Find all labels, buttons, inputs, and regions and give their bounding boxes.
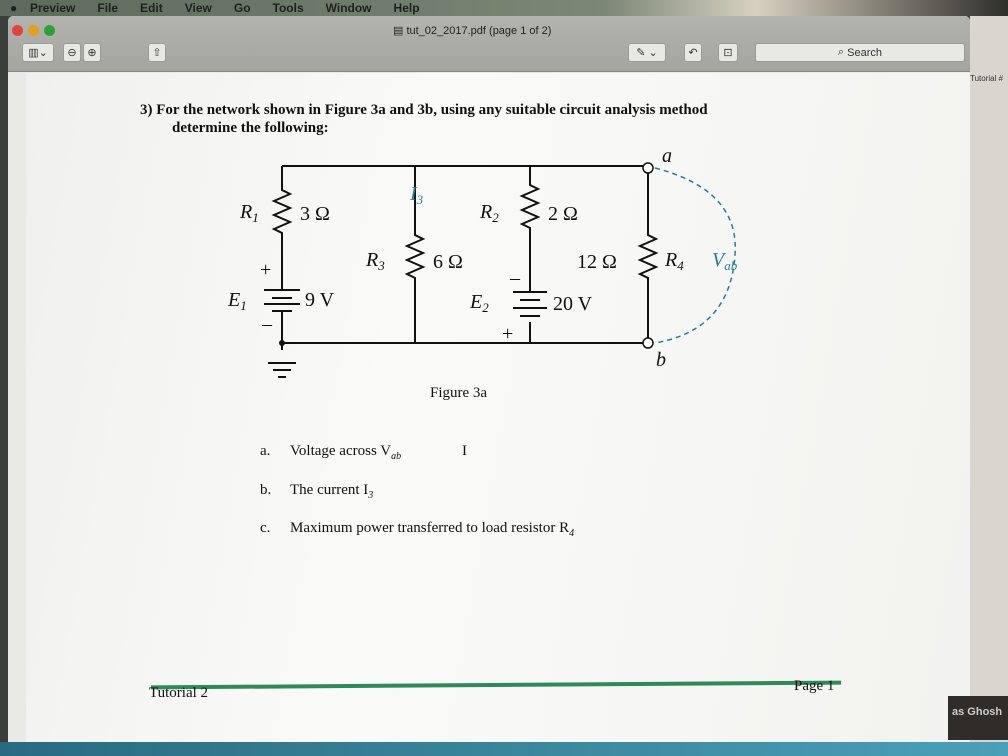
menu-go[interactable]: Go [233,1,251,15]
node-a-label: a [662,145,672,167]
wires-main [282,165,645,344]
menu-edit[interactable]: Edit [140,1,163,15]
circuit-diagram: R1 3 Ω I3 R2 2 Ω R3 6 Ω 12 Ω R4 Vab E1 9… [227,145,738,378]
r1-value: 3 Ω [300,203,330,225]
menu-tools[interactable]: Tools [272,1,304,15]
vab-label: Vab [712,249,738,273]
item-c: c.Maximum power transferred to load resi… [260,520,575,539]
terminal-b [642,337,654,349]
sidebar-toggle-button[interactable]: ▥⌄ [22,43,54,62]
apple-icon[interactable]: ● [10,1,18,15]
e2-minus: – [509,267,521,289]
r3-value: 6 Ω [433,251,463,273]
zoom-button[interactable] [44,25,55,36]
figure-caption: Figure 3a [430,385,488,401]
battery-e2 [513,291,547,317]
i3-label: I3 [409,183,424,207]
pdf-icon: ▤ [393,25,407,37]
minimize-button[interactable] [28,25,39,36]
user-panel: as Ghosh [948,696,1008,740]
r4-label: R4 [664,249,684,273]
zoom-out-button[interactable]: ⊖ [63,43,81,62]
menu-preview[interactable]: Preview [30,1,76,15]
e1-value: 9 V [305,289,335,311]
search-icon: ⌕ [837,46,848,58]
terminal-a [642,162,654,174]
ground-icon [268,362,296,378]
r3-label: R3 [365,249,385,273]
battery-e1 [264,289,300,312]
e1-plus: + [260,259,271,281]
page-number: Page 1 [794,678,835,694]
footer-left: Tutorial 2 [149,685,209,701]
preview-window: ▤ tut_02_2017.pdf (page 1 of 2) ▥⌄ ⊖ ⊕ ⇧… [8,16,970,746]
rotate-button[interactable]: ↶ [684,43,702,62]
menu-view[interactable]: View [184,1,212,15]
background-window: Tutorial # [970,16,1008,756]
window-title: ▤ tut_02_2017.pdf (page 1 of 2) [393,25,552,37]
r2-label: R2 [479,201,499,225]
item-a: a.Voltage across Vab [260,443,402,462]
menu-window[interactable]: Window [325,1,372,15]
title-bar: ▤ tut_02_2017.pdf (page 1 of 2) ▥⌄ ⊖ ⊕ ⇧… [8,16,970,72]
menu-help[interactable]: Help [393,1,420,15]
markup-button[interactable]: ✎ ⌄ [628,43,666,62]
search-field[interactable]: ⌕ Search [755,43,965,62]
pdf-page: 3) For the network shown in Figure 3a an… [26,73,970,746]
menu-file[interactable]: File [97,1,119,15]
e1-label: E1 [227,289,247,313]
item-b: b.The current I3 [260,482,374,501]
r2-value: 2 Ω [548,203,578,225]
toolbox-button[interactable]: ⊡ [718,43,738,62]
e1-minus: – [261,313,273,335]
vab-arc [654,167,736,344]
e2-plus: + [502,323,513,345]
user-name: as Ghosh [952,706,1003,718]
background-tab[interactable]: Tutorial # [970,74,1004,83]
node-b-label: b [656,349,666,371]
share-button[interactable]: ⇧ [148,43,166,62]
zoom-in-button[interactable]: ⊕ [83,43,101,62]
e2-value: 20 V [553,293,593,315]
r4-value: 12 Ω [577,251,617,273]
menu-bar: ● Preview File Edit View Go Tools Window… [0,0,1008,16]
r1-label: R1 [239,201,259,225]
question-text: 3) For the network shown in Figure 3a an… [140,102,708,118]
question-text-cont: determine the following: [172,120,329,136]
e2-label: E2 [469,291,489,315]
close-button[interactable] [12,25,23,36]
text-cursor-icon: I [462,443,467,459]
dock[interactable] [0,742,1008,756]
